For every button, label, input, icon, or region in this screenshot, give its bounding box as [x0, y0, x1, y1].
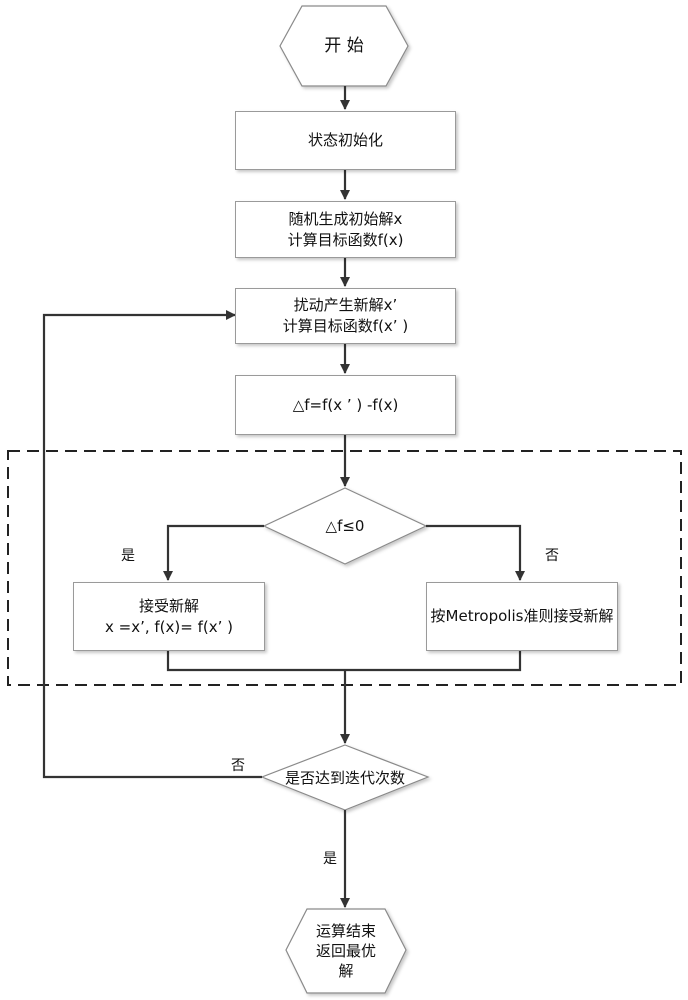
init-text: 状态初始化 — [307, 131, 383, 149]
perturb-text-2: 计算目标函数f(x’ ) — [282, 317, 409, 335]
yes-label: 是 — [121, 548, 135, 564]
generate-text-2: 计算目标函数f(x) — [287, 230, 404, 249]
end-text-3: 解 — [338, 962, 354, 980]
accept-box: 接受新解 x =x’, f(x)= f(x’ ) — [73, 582, 265, 651]
loop-back — [42, 310, 262, 779]
decision-label: △f≤0 — [325, 517, 365, 535]
end-label: 运算结束 返回最优 解 — [286, 909, 406, 993]
iteration-yes-label: 是 — [323, 851, 337, 867]
init-box: 状态初始化 — [235, 111, 456, 170]
perturb-text-1: 扰动产生新解x’ — [293, 296, 398, 314]
delta-text: △f=f(x ’ ) -f(x) — [292, 395, 399, 414]
branch-no — [426, 524, 525, 581]
end-text-1: 运算结束 — [315, 922, 376, 940]
delta-box: △f=f(x ’ ) -f(x) — [235, 375, 456, 435]
start-label: 开 始 — [324, 36, 364, 56]
start-hexagon — [279, 5, 409, 87]
merge-left — [166, 651, 522, 672]
iteration-label: 是否达到迭代次数 — [284, 769, 405, 787]
accept-text-2: x =x’, f(x)= f(x’ ) — [105, 617, 233, 636]
accept-text-1: 接受新解 — [138, 596, 199, 615]
branch-yes — [163, 524, 264, 581]
no-label: 否 — [545, 548, 559, 564]
generate-text-1: 随机生成初始解x — [288, 209, 403, 228]
end-hexagon — [285, 908, 407, 994]
end-text-2: 返回最优 — [315, 942, 376, 960]
iteration-no-label: 否 — [231, 758, 245, 774]
decision-diamond — [262, 487, 428, 565]
perturb-box: 扰动产生新解x’ 计算目标函数f(x’ ) — [235, 288, 456, 344]
generate-box: 随机生成初始解x 计算目标函数f(x) — [235, 201, 456, 258]
metropolis-text: 按Metropolis准则接受新解 — [430, 607, 614, 625]
metropolis-box: 按Metropolis准则接受新解 — [426, 582, 618, 651]
